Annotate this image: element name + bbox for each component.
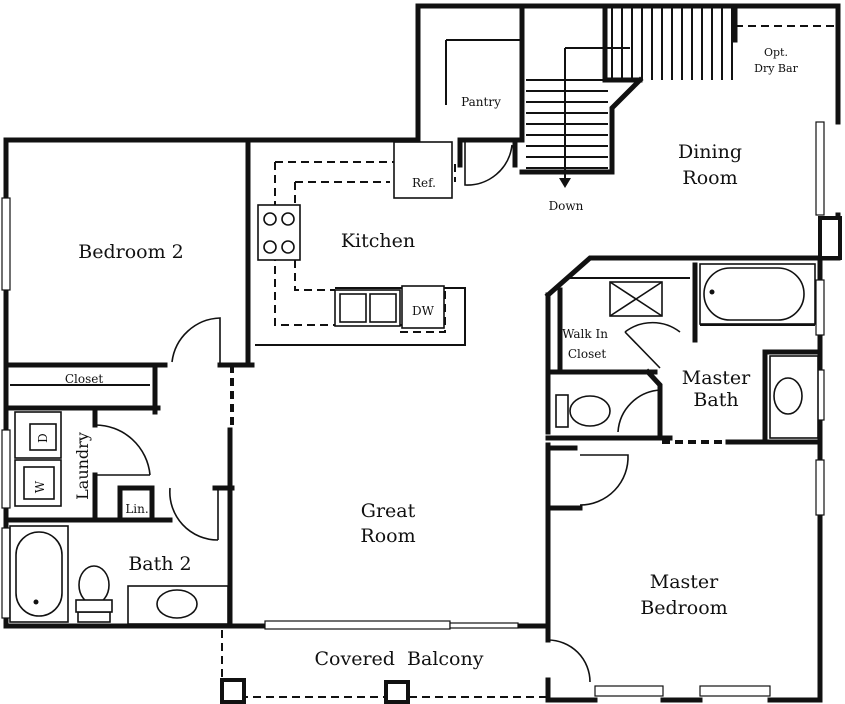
- label-dry-bar-2: Dry Bar: [754, 62, 798, 75]
- label-master-bath-1: Master: [682, 367, 751, 389]
- label-washer: W: [33, 480, 47, 493]
- label-dry-bar-1: Opt.: [764, 46, 788, 59]
- label-great-room-2: Room: [360, 525, 415, 547]
- label-master-bath-2: Bath: [693, 389, 738, 411]
- label-great-room-1: Great: [361, 500, 416, 522]
- label-master-bedroom-1: Master: [650, 571, 719, 593]
- stairs: [526, 6, 733, 188]
- laundry-fixtures: [14, 411, 62, 507]
- label-linen: Lin.: [125, 502, 148, 516]
- label-dining-2: Room: [682, 167, 737, 189]
- arrow-down-icon: [559, 178, 571, 188]
- label-master-bedroom-2: Bedroom: [640, 597, 727, 619]
- label-refrigerator: Ref.: [412, 176, 436, 190]
- doors: [94, 140, 681, 683]
- kitchen-fixtures: [255, 141, 466, 346]
- label-bedroom-2: Bedroom 2: [78, 241, 183, 263]
- label-dining-1: Dining: [678, 141, 742, 163]
- label-dishwasher: DW: [412, 304, 435, 318]
- label-closet: Closet: [65, 372, 104, 386]
- label-walk-in-2: Closet: [568, 347, 607, 361]
- interior-walls: [3, 3, 823, 703]
- label-laundry: Laundry: [73, 432, 92, 500]
- label-bath-2: Bath 2: [128, 553, 191, 575]
- label-kitchen: Kitchen: [341, 230, 415, 252]
- label-stairs-down: Down: [549, 199, 584, 213]
- openings: [221, 25, 835, 700]
- bath2-fixtures: [9, 525, 229, 625]
- windows: [1, 121, 825, 697]
- label-pantry: Pantry: [461, 95, 501, 109]
- room-labels: Bedroom 2 Kitchen Pantry Ref. DW Dining …: [33, 46, 799, 670]
- label-covered-balcony: Covered Balcony: [315, 648, 484, 670]
- master-bath-fixtures: [555, 263, 819, 439]
- label-walk-in-1: Walk In: [562, 327, 608, 341]
- balcony-posts: [220, 216, 842, 704]
- label-dryer: D: [36, 433, 50, 443]
